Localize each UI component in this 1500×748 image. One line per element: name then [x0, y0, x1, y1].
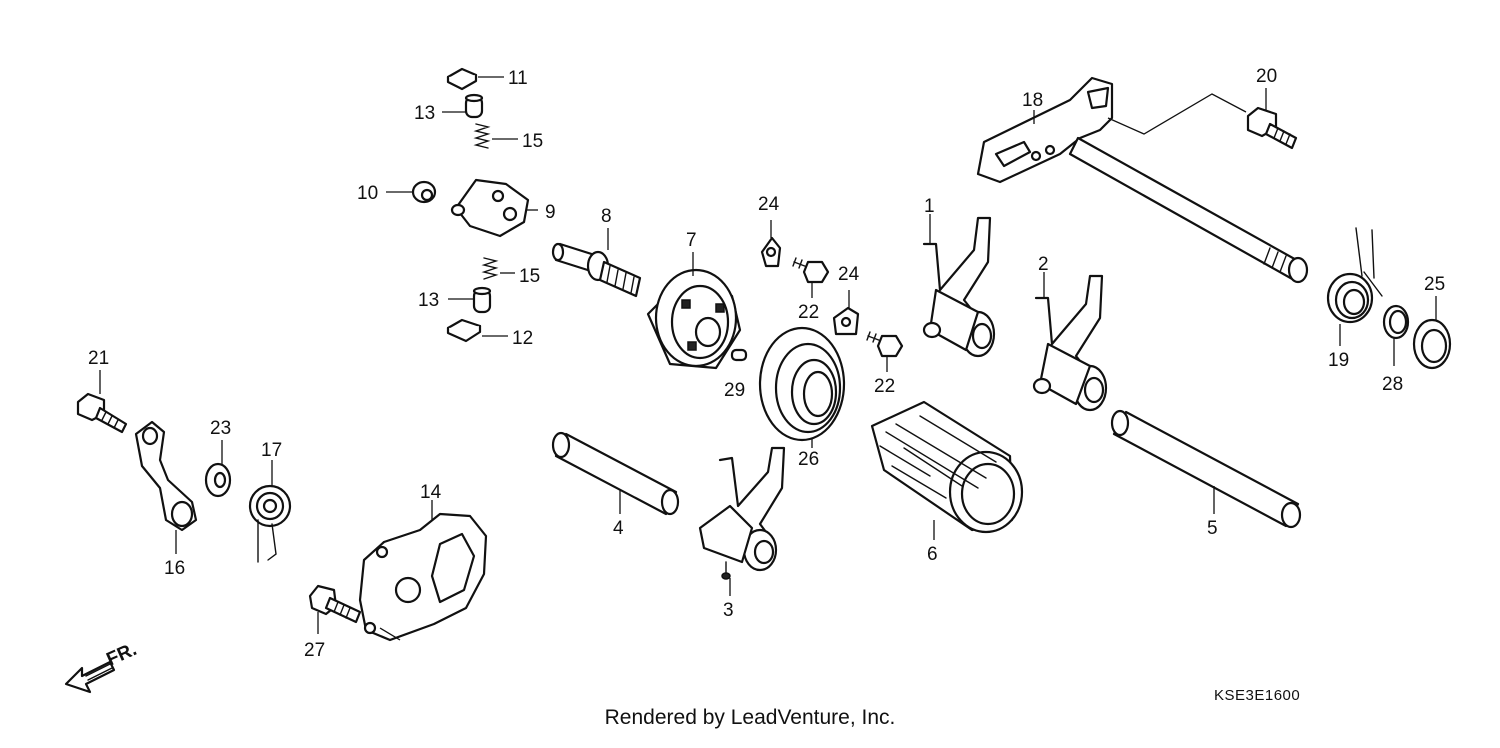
part-18-gearshift-spindle — [976, 76, 1309, 284]
part-6-shift-drum — [870, 400, 1024, 540]
part-1-shift-fork — [922, 214, 996, 358]
part-11-cap — [446, 67, 504, 91]
part-27-bolt — [308, 584, 362, 634]
part-29-dowel — [730, 348, 748, 362]
part-21-bolt — [76, 370, 128, 434]
callout-13-lower: 13 — [418, 290, 439, 311]
callout-1: 1 — [924, 196, 935, 217]
part-3-shift-fork — [698, 446, 786, 596]
callout-12: 12 — [512, 328, 533, 349]
callout-3: 3 — [723, 600, 734, 621]
part-13-pin-top — [442, 93, 484, 119]
part-16-stopper-arm — [134, 420, 198, 554]
callout-18: 18 — [1022, 90, 1043, 111]
part-20-bolt — [1246, 88, 1298, 150]
callout-16: 16 — [164, 558, 185, 579]
part-26-bearing — [758, 326, 846, 448]
part-19-return-spring — [1326, 227, 1383, 346]
callout-19: 19 — [1328, 350, 1349, 371]
callout-4: 4 — [613, 518, 624, 539]
part-28-circlip — [1382, 304, 1410, 366]
callout-8: 8 — [601, 206, 612, 227]
callout-labels: 11 13 15 10 9 15 13 12 8 7 24 24 22 22 2… — [88, 66, 1445, 661]
front-direction-label: FR. — [103, 639, 140, 671]
part-13-pin-lower — [448, 286, 492, 314]
part-14-guide-plate — [358, 500, 488, 642]
part-17-stopper-spring — [248, 460, 292, 563]
part-10-nut — [386, 180, 437, 204]
part-24-plate-upper — [760, 220, 782, 268]
part-25-washer — [1412, 296, 1452, 370]
part-22-bolt-lower — [866, 331, 904, 372]
callout-9: 9 — [545, 202, 556, 223]
callout-24-lower: 24 — [838, 264, 860, 285]
part-8-bolt — [551, 228, 642, 298]
part-15-spring-top — [473, 123, 518, 149]
callout-10: 10 — [357, 183, 378, 204]
callout-22-upper: 22 — [798, 302, 819, 323]
callout-17: 17 — [261, 440, 282, 461]
callout-11: 11 — [508, 68, 528, 89]
callout-15-top: 15 — [522, 131, 543, 152]
part-9-stopper — [450, 178, 538, 238]
callout-14: 14 — [420, 482, 442, 503]
part-23-washer — [204, 440, 232, 498]
callout-5: 5 — [1207, 518, 1218, 539]
callout-15-lower: 15 — [519, 266, 540, 287]
callout-7: 7 — [686, 230, 697, 251]
part-12-cap — [446, 318, 508, 343]
footer-credit: Rendered by LeadVenture, Inc. — [604, 706, 896, 729]
callout-23: 23 — [210, 418, 231, 439]
callout-21: 21 — [88, 348, 109, 369]
part-4-fork-shaft — [551, 431, 680, 516]
callout-27: 27 — [304, 640, 325, 661]
part-7-drum-center — [646, 252, 742, 370]
part-2-shift-fork — [1032, 272, 1108, 412]
callout-28: 28 — [1382, 374, 1403, 395]
callout-24-upper: 24 — [758, 194, 780, 215]
diagram-code: KSE3E1600 — [1214, 687, 1300, 704]
front-direction-arrow: FR. — [64, 639, 140, 694]
callout-6: 6 — [927, 544, 938, 565]
callout-13-top: 13 — [414, 103, 435, 124]
part-22-bolt-upper — [792, 257, 830, 298]
part-15-spring-lower — [481, 257, 515, 280]
callout-25: 25 — [1424, 274, 1445, 295]
part-5-fork-shaft — [1110, 409, 1302, 529]
callout-20: 20 — [1256, 66, 1277, 87]
part-24-plate-lower — [832, 290, 860, 336]
callout-2: 2 — [1038, 254, 1049, 275]
callout-29: 29 — [724, 380, 745, 401]
callout-22-lower: 22 — [874, 376, 895, 397]
callout-26: 26 — [798, 449, 819, 470]
